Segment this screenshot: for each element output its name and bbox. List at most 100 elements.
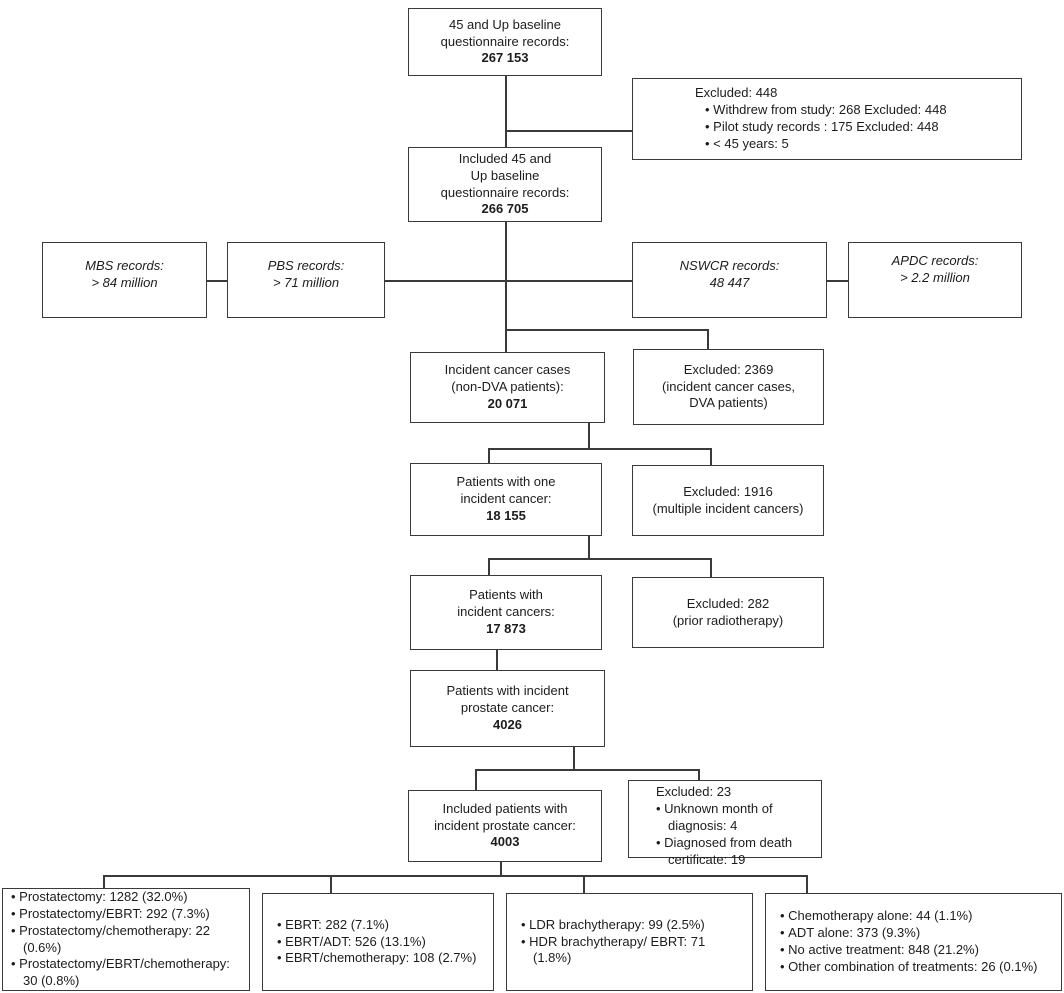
value-line: 4003: [490, 834, 520, 850]
box-mbs-records: MBS records: > 84 million: [42, 242, 207, 318]
text-line: Excluded: 282: [686, 595, 770, 611]
connector: [505, 130, 632, 132]
box-treatment-prostatectomy: Prostatectomy: 1282 (32.0%) Prostatectom…: [2, 888, 250, 991]
text-line: Included 45 and: [458, 150, 552, 166]
list-item: No active treatment: 848 (21.2%): [780, 942, 1037, 959]
connector: [103, 875, 807, 877]
box-excluded-prior-radiotherapy: Excluded: 282 (prior radiotherapy): [632, 577, 824, 648]
box-one-incident-cancer: Patients with one incident cancer: 18 15…: [410, 463, 602, 536]
text-line: > 2.2 million: [900, 270, 970, 285]
box-excluded-baseline: Excluded: 448 Withdrew from study: 268 E…: [632, 78, 1022, 160]
text-line: Patients with one: [456, 474, 556, 490]
box-pbs-records: PBS records: > 71 million: [227, 242, 385, 318]
text-line: NSWCR records:: [679, 258, 780, 274]
text-line: DVA patients): [689, 395, 768, 411]
box-prostate-cancer: Patients with incident prostate cancer: …: [410, 670, 605, 747]
box-baseline-records: 45 and Up baseline questionnaire records…: [408, 8, 602, 76]
connector: [710, 448, 712, 466]
connector: [583, 875, 585, 893]
connector: [573, 747, 575, 769]
connector: [475, 769, 477, 790]
list-item: Prostatectomy: 1282 (32.0%): [11, 889, 243, 906]
list-item: Prostatectomy/EBRT/chemotherapy: 30 (0.8…: [11, 956, 243, 990]
exclusion-list: Unknown month of diagnosis: 4 Diagnosed …: [656, 801, 817, 869]
text-line: Excluded: 1916: [683, 483, 773, 499]
connector: [806, 875, 808, 893]
text-line: Patients with incident: [446, 683, 569, 699]
text-line: > 84 million: [91, 275, 158, 290]
exclusion-header: Excluded: 23: [656, 784, 732, 799]
connector: [488, 558, 490, 576]
treatment-list: Prostatectomy: 1282 (32.0%) Prostatectom…: [11, 889, 243, 990]
connector: [475, 769, 699, 771]
connector: [488, 448, 490, 464]
list-item: Prostatectomy/EBRT: 292 (7.3%): [11, 906, 243, 923]
value-line: 18 155: [486, 507, 526, 523]
value-line: 267 153: [481, 50, 529, 66]
text-line: questionnaire records:: [440, 184, 570, 200]
text-line: incident prostate cancer:: [434, 817, 576, 833]
connector: [698, 769, 700, 781]
box-excluded-prostate: Excluded: 23 Unknown month of diagnosis:…: [628, 780, 822, 867]
connector: [488, 448, 711, 450]
exclusion-header: Excluded: 448: [695, 85, 778, 101]
list-item: HDR brachytherapy/ EBRT: 71 (1.8%): [521, 934, 746, 968]
list-item: EBRT: 282 (7.1%): [277, 917, 476, 934]
box-excluded-dva: Excluded: 2369 (incident cancer cases, D…: [633, 349, 824, 425]
text-line: Included patients with: [442, 800, 568, 816]
text-line: Incident cancer cases: [444, 362, 571, 378]
connector: [505, 222, 507, 352]
box-treatment-other: Chemotherapy alone: 44 (1.1%) ADT alone:…: [765, 893, 1062, 991]
connector: [488, 558, 711, 560]
connector: [207, 280, 227, 282]
list-item: Unknown month of diagnosis: 4: [656, 801, 817, 835]
exclusion-list: Withdrew from study: 268 Excluded: 448 P…: [695, 102, 947, 153]
text-line: APDC records:: [891, 253, 979, 269]
value-line: 17 873: [486, 620, 526, 636]
text-line: Excluded: 2369: [683, 361, 774, 377]
value-line: 20 071: [487, 395, 528, 411]
list-item: LDR brachytherapy: 99 (2.5%): [521, 917, 746, 934]
treatment-list: Chemotherapy alone: 44 (1.1%) ADT alone:…: [780, 908, 1037, 976]
value-line: 4026: [493, 716, 522, 732]
connector: [505, 76, 507, 147]
text-line: Patients with: [469, 587, 543, 603]
text-line: 45 and Up baseline: [448, 16, 562, 32]
list-item: Pilot study records : 175 Excluded: 448: [705, 119, 947, 136]
box-incident-cancer-cases: Incident cancer cases (non-DVA patients)…: [410, 352, 605, 423]
box-apdc-records: APDC records: > 2.2 million: [848, 242, 1022, 318]
list-item: Chemotherapy alone: 44 (1.1%): [780, 908, 1037, 925]
list-item: ADT alone: 373 (9.3%): [780, 925, 1037, 942]
list-item: Withdrew from study: 268 Excluded: 448: [705, 102, 946, 119]
connector: [505, 329, 708, 331]
text-line: PBS records:: [267, 258, 345, 274]
box-included-prostate-cancer: Included patients with incident prostate…: [408, 790, 602, 862]
box-treatment-ebrt: EBRT: 282 (7.1%) EBRT/ADT: 526 (13.1%) E…: [262, 893, 494, 991]
connector: [588, 536, 590, 558]
value-line: 266 705: [481, 201, 529, 217]
list-item: EBRT/chemotherapy: 108 (2.7%): [277, 950, 476, 967]
connector: [103, 875, 105, 889]
box-excluded-multiple: Excluded: 1916 (multiple incident cancer…: [632, 465, 824, 536]
connector: [500, 862, 502, 876]
text-line: incident cancers:: [457, 604, 555, 620]
box-included-baseline: Included 45 and Up baseline questionnair…: [408, 147, 602, 222]
box-nswcr-records: NSWCR records: 48 447: [632, 242, 827, 318]
text-line: incident cancer:: [460, 491, 552, 507]
box-treatment-brachytherapy: LDR brachytherapy: 99 (2.5%) HDR brachyt…: [506, 893, 753, 991]
text-line: (non-DVA patients):: [451, 379, 564, 395]
connector: [496, 650, 498, 672]
text-line: (incident cancer cases,: [662, 378, 795, 394]
connector: [385, 280, 632, 282]
treatment-list: EBRT: 282 (7.1%) EBRT/ADT: 526 (13.1%) E…: [277, 917, 476, 968]
text-line: (multiple incident cancers): [652, 500, 804, 516]
text-line: Up baseline: [470, 167, 540, 183]
list-item: Diagnosed from death certificate: 19: [656, 835, 817, 869]
list-item: < 45 years: 5: [705, 136, 947, 153]
connector: [588, 423, 590, 448]
list-item: EBRT/ADT: 526 (13.1%): [277, 934, 476, 951]
box-incident-cancers: Patients with incident cancers: 17 873: [410, 575, 602, 650]
treatment-list: LDR brachytherapy: 99 (2.5%) HDR brachyt…: [521, 917, 746, 968]
text-line: prostate cancer:: [460, 700, 555, 716]
